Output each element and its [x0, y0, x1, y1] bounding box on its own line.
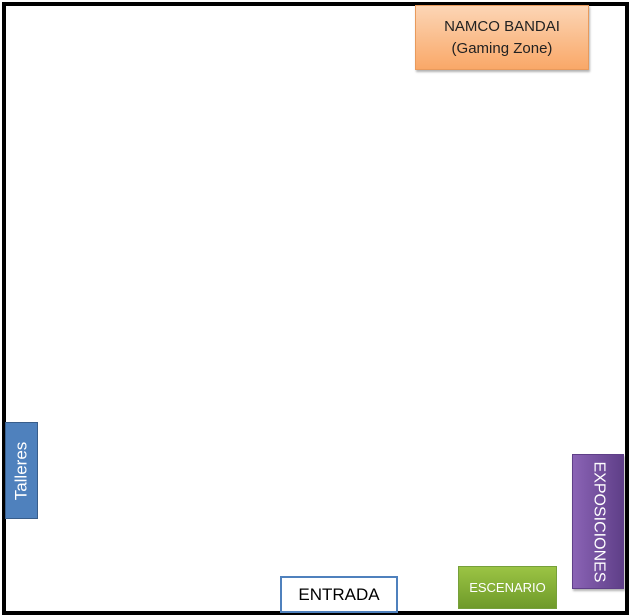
- zone-talleres: Talleres: [5, 422, 38, 519]
- zone-entrada: ENTRADA: [280, 576, 398, 613]
- zone-namco-bandai: NAMCO BANDAI (Gaming Zone): [415, 5, 589, 70]
- entrada-label: ENTRADA: [298, 584, 380, 604]
- talleres-label: Talleres: [11, 441, 31, 500]
- zone-exposiciones: EXPOSICIONES: [572, 454, 624, 589]
- zone-escenario: ESCENARIO: [458, 566, 557, 609]
- exposiciones-label: EXPOSICIONES: [590, 461, 608, 582]
- namco-title: NAMCO BANDAI: [444, 17, 560, 35]
- escenario-label: ESCENARIO: [469, 580, 546, 595]
- namco-subtitle: (Gaming Zone): [451, 39, 553, 57]
